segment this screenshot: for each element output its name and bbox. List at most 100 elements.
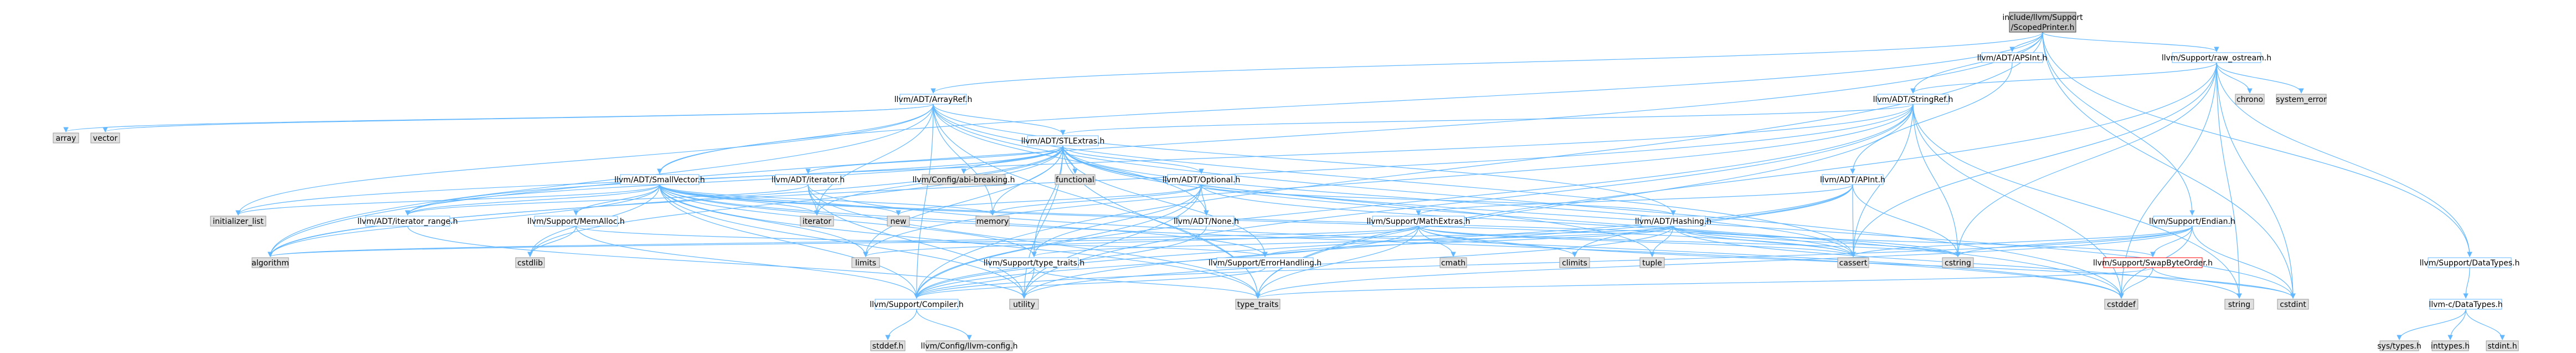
- edge-root-to-compiler: [914, 32, 2043, 299]
- node-label: llvm/ADT/StringRef.h: [1873, 95, 1953, 104]
- edge-raw_ostream-to-type_traits: [1255, 62, 2217, 299]
- edge-mathextras-to-compiler: [914, 226, 1419, 299]
- edge-stringref-to-cstddef: [1912, 104, 2124, 299]
- node-iterator: iterator: [800, 216, 834, 227]
- node-llvm-adt-none-h[interactable]: llvm/ADT/None.h: [1174, 216, 1239, 227]
- node-label: string: [2228, 300, 2250, 309]
- node-box: [1178, 216, 1235, 227]
- edge-stlextras-to-type_traits_h: [1031, 145, 1063, 257]
- node-label: functional: [1056, 176, 1094, 185]
- node-label: llvm/ADT/APSInt.h: [1977, 54, 2048, 63]
- edge-raw_ostream-to-cstddef: [2119, 62, 2217, 299]
- node-utility: utility: [1009, 299, 1039, 310]
- edge-endian-to-cstdint: [2192, 226, 2296, 299]
- edge-root-to-stringref: [1910, 32, 2043, 94]
- node-box: [515, 257, 545, 268]
- edge-arrayref-to-stlextras: [933, 104, 1066, 135]
- edge-hashing-to-algorithm: [268, 226, 1674, 257]
- node-cstring: cstring: [1942, 257, 1974, 268]
- edge-compiler-to-stddef: [885, 309, 917, 340]
- edge-type_traits_h-to-type_traits: [1034, 267, 1261, 299]
- node-llvm-support-compiler-h[interactable]: llvm/Support/Compiler.h: [870, 299, 964, 310]
- node-llvm-support-memalloc-h[interactable]: llvm/Support/MemAlloc.h: [527, 216, 625, 227]
- node-functional: functional: [1055, 174, 1096, 185]
- node-box: [1235, 299, 1281, 310]
- node-box: [2276, 94, 2327, 105]
- node-llvm-adt-arrayref-h[interactable]: llvm/ADT/ArrayRef.h: [894, 94, 973, 105]
- node-llvm-adt-apint-h[interactable]: llvm/ADT/APInt.h: [1820, 174, 1885, 185]
- node-llvm-adt-iterator-range-h[interactable]: llvm/ADT/iterator_range.h: [357, 216, 458, 227]
- node-label: llvm/Config/llvm-config.h: [921, 342, 1018, 351]
- node-box: [2224, 299, 2254, 310]
- edge-smallvector-to-algorithm: [268, 184, 660, 257]
- node-llvm-adt-hashing-h[interactable]: llvm/ADT/Hashing.h: [1635, 216, 1711, 227]
- node-box: [899, 94, 967, 105]
- node-llvm-c-datatypes-h[interactable]: llvm-c/DataTypes.h: [2429, 299, 2503, 310]
- node-algorithm: algorithm: [251, 257, 289, 268]
- edge-apsint-to-apint: [1850, 62, 2013, 174]
- node-include-llvm-support-scopedprinter-h[interactable]: include/llvm/Support/ScopedPrinter.h: [2002, 12, 2083, 33]
- node-cstddef: cstddef: [2104, 299, 2138, 310]
- node-llvm-support-raw-ostream-h[interactable]: llvm/Support/raw_ostream.h: [2162, 52, 2271, 63]
- node-box: [989, 257, 1079, 268]
- node-llvm-adt-stringref-h[interactable]: llvm/ADT/StringRef.h: [1873, 94, 1953, 105]
- node-box: [1009, 299, 1039, 310]
- node-label: cstddef: [2107, 300, 2136, 309]
- node-llvm-adt-apsint-h[interactable]: llvm/ADT/APSInt.h: [1977, 52, 2048, 63]
- edge-endian-to-swapbyteorder: [2150, 226, 2193, 257]
- node-label: llvm/Support/type_traits.h: [984, 259, 1085, 268]
- node-llvm-support-endian-h[interactable]: llvm/Support/Endian.h: [2149, 216, 2235, 227]
- edge-endian-to-cstring: [1955, 226, 2193, 257]
- edge-stlextras-to-optional: [1062, 145, 1204, 174]
- edge-stringref-to-iterator_range: [405, 104, 1914, 216]
- node-llvm-support-swapbyteorder-h[interactable]: llvm/Support/SwapByteOrder.h: [2093, 257, 2213, 268]
- node-label: llvm/ADT/ArrayRef.h: [894, 95, 973, 104]
- edge-optional-to-cassert: [1201, 184, 1856, 257]
- edge-memalloc-to-cstdlib: [527, 226, 577, 257]
- edge-mathextras-to-cassert: [1418, 226, 1856, 257]
- edge-smallvector-to-cstring: [659, 184, 1961, 257]
- edge-smallvector-to-cassert: [659, 184, 1856, 257]
- node-stddef-h: stddef.h: [870, 340, 906, 351]
- edge-smallvector-to-cstddef: [659, 184, 2124, 299]
- edge-raw_ostream-to-string: [2216, 62, 2242, 299]
- edge-stlextras-to-memory: [990, 145, 1063, 216]
- edge-iterator_h-to-type_traits: [808, 184, 1261, 299]
- node-label: llvm/Support/SwapByteOrder.h: [2093, 259, 2213, 268]
- edge-stlextras-to-utility: [1021, 145, 1063, 299]
- node-label: llvm/ADT/APInt.h: [1820, 176, 1885, 185]
- node-label: llvm/Support/MathExtras.h: [1366, 217, 1470, 226]
- node-cmath: cmath: [1439, 257, 1467, 268]
- edge-mathextras-to-cmath: [1418, 226, 1456, 257]
- edge-memalloc-to-errorhandling: [575, 226, 1268, 257]
- node-llvm-adt-iterator-h[interactable]: llvm/ADT/iterator.h: [772, 174, 845, 185]
- edge-raw_ostream-to-cstring: [1955, 62, 2217, 257]
- node-label: array: [56, 134, 76, 143]
- node-array: array: [53, 132, 79, 144]
- node-label: llvm/Support/MemAlloc.h: [527, 217, 625, 226]
- edge-raw_ostream-to-cstdint: [2216, 62, 2296, 299]
- edge-swapbyteorder-to-cstddef: [2119, 267, 2153, 299]
- node-box: [1027, 135, 1099, 146]
- edge-root-to-datatypes: [2042, 32, 2472, 257]
- node-llvm-support-type-traits-h[interactable]: llvm/Support/type_traits.h: [984, 257, 1085, 268]
- node-llvm-adt-smallvector-h[interactable]: llvm/ADT/SmallVector.h: [614, 174, 705, 185]
- node-llvm-support-errorhandling-h[interactable]: llvm/Support/ErrorHandling.h: [1209, 257, 1322, 268]
- node-llvm-support-mathextras-h[interactable]: llvm/Support/MathExtras.h: [1366, 216, 1470, 227]
- edge-apint-to-cstring: [1852, 184, 1961, 257]
- edge-smallvector-to-limits: [659, 184, 868, 257]
- node-llvm-adt-optional-h[interactable]: llvm/ADT/Optional.h: [1163, 174, 1241, 185]
- edge-arrayref-to-algorithm: [268, 104, 934, 257]
- node-box: [2104, 299, 2138, 310]
- edge-raw_ostream-to-datatypes: [2216, 62, 2472, 257]
- edge-stlextras-to-iterator_range: [405, 145, 1063, 216]
- node-box: [975, 216, 1010, 227]
- edge-mathextras-to-limits: [863, 226, 1419, 257]
- edge-smallvector-to-errorhandling: [659, 184, 1268, 257]
- node-box: [210, 216, 266, 227]
- node-llvm-adt-stlextras-h[interactable]: llvm/ADT/STLExtras.h: [1021, 135, 1105, 146]
- node-new: new: [887, 216, 910, 227]
- node-llvm-support-datatypes-h[interactable]: llvm/Support/DataTypes.h: [2420, 257, 2520, 268]
- node-label: initializer_list: [213, 217, 264, 226]
